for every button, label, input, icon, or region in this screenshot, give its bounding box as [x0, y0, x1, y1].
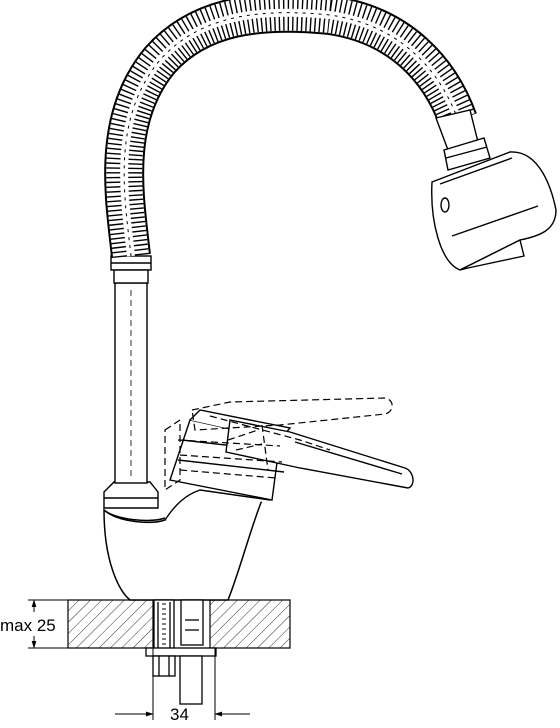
- spout-tube: [110, 255, 152, 484]
- countertop: [67, 599, 291, 649]
- faucet-body: [103, 499, 264, 601]
- lever-housing: [164, 409, 292, 521]
- spout-collar: [103, 481, 159, 509]
- mounting-shank: [145, 599, 217, 705]
- spray-head: [431, 109, 557, 271]
- lever-alternate-positions: [164, 397, 393, 492]
- dimension-width: [115, 648, 250, 720]
- dimension-thickness: [28, 599, 68, 649]
- dimension-label-thickness: max 25: [0, 616, 56, 635]
- threaded-rod: [162, 603, 166, 645]
- flexible-hose: [104, 0, 477, 259]
- dimension-label-width: 34: [170, 705, 189, 724]
- lever-handle: [225, 419, 414, 489]
